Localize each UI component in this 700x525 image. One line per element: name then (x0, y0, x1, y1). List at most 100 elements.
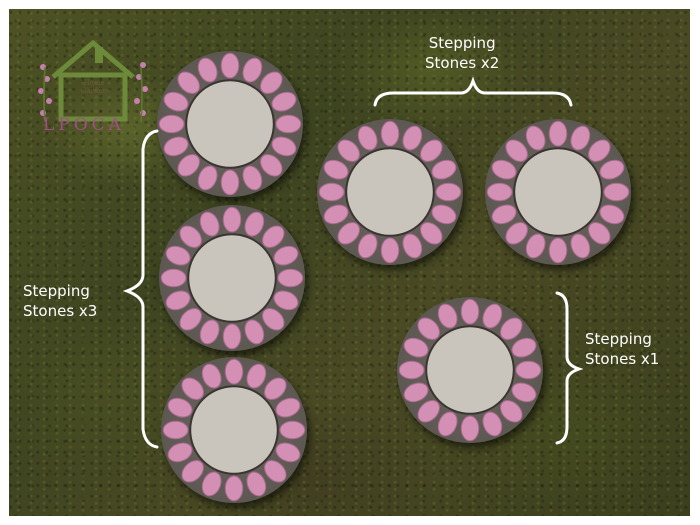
petal (500, 400, 523, 423)
petal (246, 471, 267, 497)
petal (505, 222, 528, 245)
petal (220, 52, 240, 79)
petal (402, 125, 423, 151)
petal (500, 317, 523, 340)
petal (244, 319, 265, 345)
petal (323, 204, 349, 225)
petal (599, 159, 625, 180)
stone-center (425, 325, 515, 415)
petal (222, 323, 242, 350)
stone-center (189, 385, 279, 475)
petal (220, 169, 240, 196)
petal (179, 308, 202, 331)
petal (603, 182, 630, 202)
petal (431, 204, 457, 225)
brace-top (373, 77, 573, 107)
petal (275, 397, 301, 418)
logo-house-line1: Home (83, 79, 105, 87)
petal (262, 308, 285, 331)
label-line: Stones x2 (425, 54, 500, 72)
petal (398, 360, 425, 380)
petal (403, 337, 429, 358)
petal (163, 136, 189, 157)
petal (599, 204, 625, 225)
petal (264, 377, 287, 400)
petal (260, 154, 283, 177)
petal (337, 222, 360, 245)
petal (486, 182, 513, 202)
petal (417, 317, 440, 340)
petal (242, 57, 263, 83)
petal (181, 460, 204, 483)
logo-brand-name: LPOCA (43, 115, 125, 135)
petal (570, 233, 591, 259)
petal (380, 120, 400, 147)
stone-center (513, 147, 603, 237)
petal (273, 290, 299, 311)
petal (271, 136, 297, 157)
stone-center (345, 147, 435, 237)
label-line: Stones x3 (23, 302, 98, 320)
petal (525, 233, 546, 259)
petal (160, 268, 187, 288)
petal (271, 91, 297, 112)
label-stones-x3: Stepping Stones x3 (23, 281, 97, 321)
petal (201, 471, 222, 497)
label-line: Stepping (23, 282, 90, 300)
petal (162, 420, 189, 440)
petal (279, 420, 306, 440)
flower-ring-icon (486, 120, 630, 264)
petal (337, 139, 360, 162)
petal (199, 211, 220, 237)
flower-ring-icon (158, 52, 302, 196)
flower-ring-icon (162, 358, 306, 502)
stone-center (187, 233, 277, 323)
petal (482, 411, 503, 437)
petal (277, 268, 304, 288)
petal (275, 114, 302, 134)
petal (275, 442, 301, 463)
petal (163, 91, 189, 112)
petal (264, 460, 287, 483)
petal (357, 233, 378, 259)
label-stones-x1: Stepping Stones x1 (585, 329, 659, 369)
petal (224, 475, 244, 502)
petal (525, 125, 546, 151)
petal (435, 182, 462, 202)
petal (262, 225, 285, 248)
petal (505, 139, 528, 162)
petal (431, 159, 457, 180)
stone-center (185, 79, 275, 169)
petal (181, 377, 204, 400)
stepping-stone (397, 297, 543, 443)
petal (357, 125, 378, 151)
petal (158, 114, 185, 134)
petal (197, 165, 218, 191)
flower-ring-icon (318, 120, 462, 264)
flower-ring-icon (160, 206, 304, 350)
petal (437, 411, 458, 437)
petal (511, 337, 537, 358)
label-line: Stepping (428, 34, 496, 52)
stepping-stone (159, 205, 305, 351)
petal (403, 382, 429, 403)
petal (460, 298, 480, 325)
petal (177, 154, 200, 177)
brace-right (555, 291, 583, 445)
flower-ring-icon (398, 298, 542, 442)
petal (548, 237, 568, 264)
petal (165, 245, 191, 266)
petal (491, 159, 517, 180)
petal (273, 245, 299, 266)
petal (515, 360, 542, 380)
petal (420, 139, 443, 162)
stepping-stone (317, 119, 463, 265)
petal (197, 57, 218, 83)
stepping-stone (485, 119, 631, 265)
petal (323, 159, 349, 180)
petal (417, 400, 440, 423)
petal (167, 442, 193, 463)
petal (201, 363, 222, 389)
brand-logo (38, 39, 148, 123)
petal (420, 222, 443, 245)
